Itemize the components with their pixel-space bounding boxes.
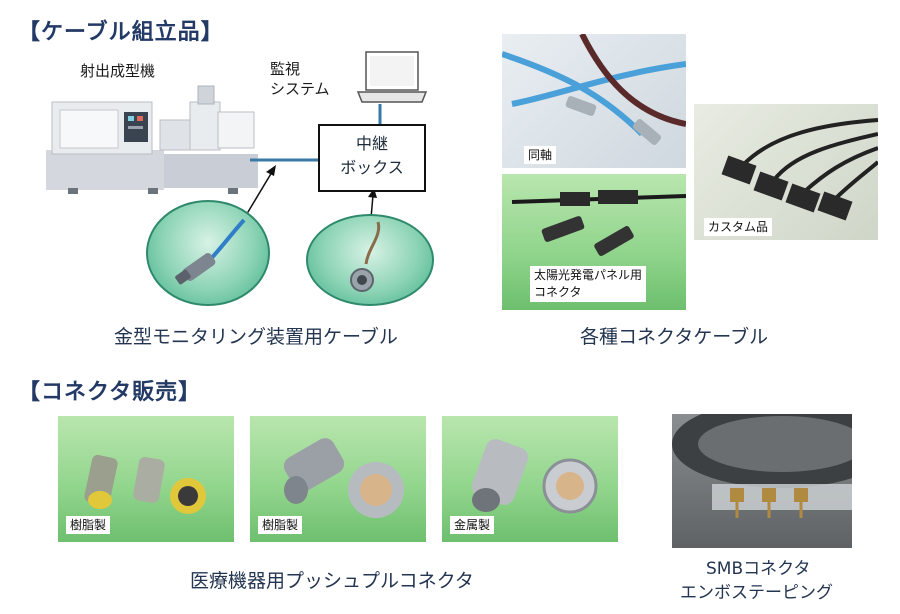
- resin-tag-1: 樹脂製: [66, 516, 111, 534]
- injection-machine-illustration: [46, 85, 258, 194]
- custom-tag: カスタム品: [704, 218, 773, 236]
- smb-caption-line2: エンボステーピング: [680, 583, 833, 603]
- solar-tag: 太陽光発電パネル用 コネクタ: [530, 266, 647, 302]
- connector-sales-title: 【コネクタ販売】: [18, 380, 202, 405]
- solar-tag-line1: 太陽光発電パネル用: [534, 268, 643, 282]
- relay-box-line2: ボックス: [340, 158, 404, 177]
- laptop-icon: [356, 51, 428, 103]
- resin-tag-2: 樹脂製: [258, 516, 303, 534]
- push-pull-connector-caption: 医療機器用プッシュプルコネクタ: [190, 570, 474, 592]
- mold-cable-photo-1: [146, 200, 270, 306]
- resin-connector-photo-2: 樹脂製: [250, 416, 426, 542]
- various-connector-cable-caption: 各種コネクタケーブル: [580, 326, 769, 348]
- coaxial-cable-photo: 同軸: [502, 34, 686, 168]
- metal-tag: 金属製: [450, 516, 495, 534]
- resin-connector-photo-1: 樹脂製: [58, 416, 234, 542]
- mold-cable-photo-2: [306, 214, 434, 306]
- monitor-label-line2: システム: [270, 80, 330, 98]
- relay-box-line1: 中継: [355, 134, 388, 153]
- custom-cable-photo: カスタム品: [694, 104, 878, 240]
- metal-connector-photo: 金属製: [442, 416, 618, 542]
- smb-caption-line1: SMBコネクタ: [706, 559, 811, 579]
- injection-machine-label: 射出成型機: [80, 62, 156, 80]
- mold-monitoring-cable-caption: 金型モニタリング装置用ケーブル: [114, 326, 398, 348]
- relay-box: 中継 ボックス: [318, 124, 426, 192]
- coaxial-tag: 同軸: [524, 146, 557, 164]
- solar-connector-photo: 太陽光発電パネル用 コネクタ: [502, 174, 686, 310]
- cable-assembly-title: 【ケーブル組立品】: [18, 20, 224, 45]
- solar-tag-line2: コネクタ: [534, 285, 582, 299]
- smb-connector-photo: [672, 414, 852, 548]
- monitor-label-line1: 監視: [270, 60, 301, 78]
